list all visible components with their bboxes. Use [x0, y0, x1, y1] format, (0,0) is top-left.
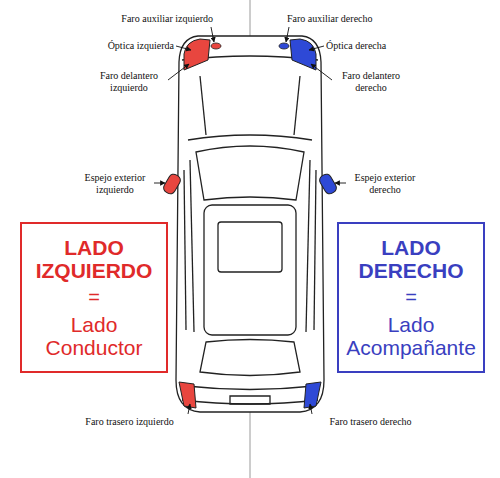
left-lights [162, 39, 221, 408]
part-label: Espejo exterior derecho [348, 172, 422, 196]
part-label: Faro trasero izquierdo [72, 416, 187, 428]
equals-sign: = [88, 286, 100, 309]
side-meaning: Lado Conductor [30, 313, 158, 359]
part-label: Espejo exterior izquierdo [78, 172, 152, 196]
part-label: Faro auxiliar derecho [287, 13, 400, 25]
part-label: Faro delantero izquierdo [92, 70, 166, 94]
car-body [176, 36, 324, 412]
side-heading: LADO DERECHO [347, 236, 475, 282]
part-label: Óptica izquierda [90, 40, 174, 52]
part-label: Faro auxiliar izquierdo [100, 13, 213, 25]
side-heading: LADO IZQUIERDO [30, 236, 158, 282]
leader-lines [154, 27, 346, 414]
side-box: LADO IZQUIERDO = Lado Conductor [20, 222, 168, 373]
right-lights [279, 39, 338, 408]
part-label: Faro delantero derecho [334, 70, 408, 94]
equals-sign: = [405, 286, 417, 309]
part-label: Faro trasero derecho [313, 416, 428, 428]
part-label: Óptica derecha [326, 40, 410, 52]
side-meaning: Lado Acompañante [346, 313, 476, 359]
side-box: LADO DERECHO = Lado Acompañante [337, 222, 485, 373]
